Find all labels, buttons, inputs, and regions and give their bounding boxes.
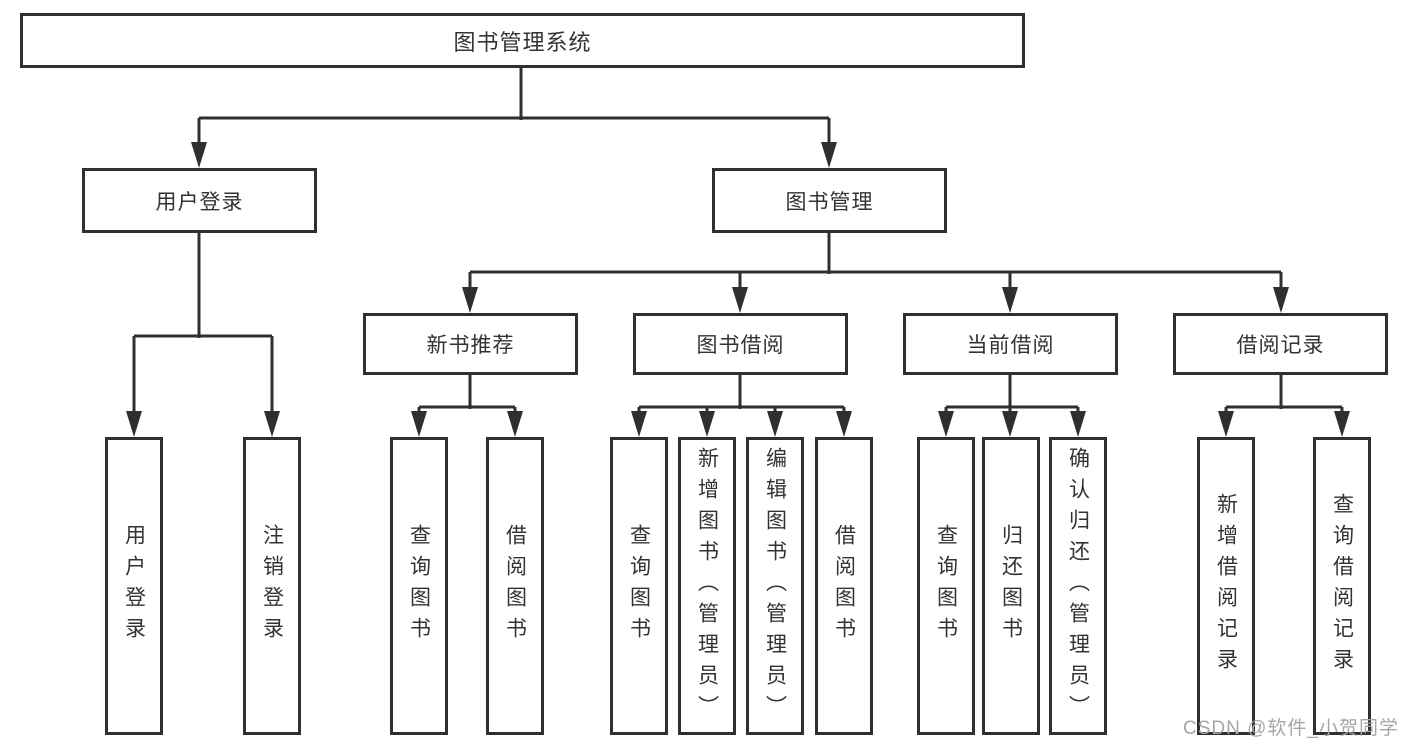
arrow-down-icon [938, 411, 954, 437]
connector-current-borrow [938, 375, 1086, 437]
leaf-query-books-borrow: 查询图书 [610, 437, 668, 735]
node-current-borrow: 当前借阅 [903, 313, 1118, 375]
arrow-down-icon [411, 411, 427, 437]
node-borrow-records-label: 借阅记录 [1236, 334, 1325, 357]
connector-root [191, 68, 837, 168]
watermark: CSDN @软件_小贺同学 [1183, 718, 1399, 739]
leaf-add-borrow-record-label: 新增借阅记录 [1214, 493, 1238, 679]
leaf-return-book-label: 归还图书 [999, 524, 1023, 648]
connector-book-borrow [631, 375, 852, 437]
arrow-down-icon [1218, 411, 1234, 437]
leaf-logout-label: 注销登录 [260, 524, 284, 648]
leaf-query-books-newbook: 查询图书 [390, 437, 448, 735]
arrow-down-icon [1002, 411, 1018, 437]
arrow-down-icon [1273, 287, 1289, 313]
node-current-borrow-label: 当前借阅 [966, 334, 1055, 357]
leaf-borrow-books-borrow: 借阅图书 [815, 437, 873, 735]
leaf-borrow-books-newbook: 借阅图书 [486, 437, 544, 735]
arrow-down-icon [264, 411, 280, 437]
leaf-add-book-admin: 新增图书（管理员） [678, 437, 736, 735]
leaf-add-book-admin-label: 新增图书（管理员） [695, 446, 719, 726]
arrow-down-icon [1002, 287, 1018, 313]
connector-user-login [126, 233, 280, 437]
connector-book-management [462, 233, 1289, 313]
leaf-user-login-label: 用户登录 [122, 524, 146, 648]
node-new-book-recommend: 新书推荐 [363, 313, 578, 375]
leaf-query-borrow-record-label: 查询借阅记录 [1330, 493, 1354, 679]
arrow-down-icon [1334, 411, 1350, 437]
arrow-down-icon [699, 411, 715, 437]
leaf-query-books-current-label: 查询图书 [934, 524, 958, 648]
leaf-confirm-return-admin-label: 确认归还（管理员） [1066, 446, 1090, 726]
node-borrow-records: 借阅记录 [1173, 313, 1388, 375]
arrow-down-icon [507, 411, 523, 437]
arrow-down-icon [631, 411, 647, 437]
arrow-down-icon [836, 411, 852, 437]
leaf-query-books-current: 查询图书 [917, 437, 975, 735]
leaf-confirm-return-admin: 确认归还（管理员） [1049, 437, 1107, 735]
arrow-down-icon [767, 411, 783, 437]
leaf-edit-book-admin: 编辑图书（管理员） [746, 437, 804, 735]
node-library-system: 图书管理系统 [20, 13, 1025, 68]
node-book-management: 图书管理 [712, 168, 947, 233]
node-book-borrow: 图书借阅 [633, 313, 848, 375]
leaf-query-books-borrow-label: 查询图书 [627, 524, 651, 648]
arrow-down-icon [191, 142, 207, 168]
leaf-borrow-books-borrow-label: 借阅图书 [832, 524, 856, 648]
leaf-logout: 注销登录 [243, 437, 301, 735]
arrow-down-icon [126, 411, 142, 437]
leaf-user-login: 用户登录 [105, 437, 163, 735]
leaf-borrow-books-newbook-label: 借阅图书 [503, 524, 527, 648]
node-library-system-label: 图书管理系统 [453, 29, 592, 55]
node-user-login-label: 用户登录 [155, 190, 244, 214]
arrow-down-icon [732, 287, 748, 313]
leaf-query-borrow-record: 查询借阅记录 [1313, 437, 1371, 735]
node-book-borrow-label: 图书借阅 [696, 334, 785, 357]
leaf-add-borrow-record: 新增借阅记录 [1197, 437, 1255, 735]
connector-borrow-records [1218, 375, 1350, 437]
connector-new-book [411, 375, 523, 437]
arrow-down-icon [462, 287, 478, 313]
leaf-edit-book-admin-label: 编辑图书（管理员） [763, 446, 787, 726]
leaf-return-book: 归还图书 [982, 437, 1040, 735]
leaf-query-books-newbook-label: 查询图书 [407, 524, 431, 648]
node-new-book-recommend-label: 新书推荐 [426, 334, 515, 357]
node-user-login: 用户登录 [82, 168, 317, 233]
arrow-down-icon [821, 142, 837, 168]
arrow-down-icon [1070, 411, 1086, 437]
node-book-management-label: 图书管理 [785, 190, 874, 214]
